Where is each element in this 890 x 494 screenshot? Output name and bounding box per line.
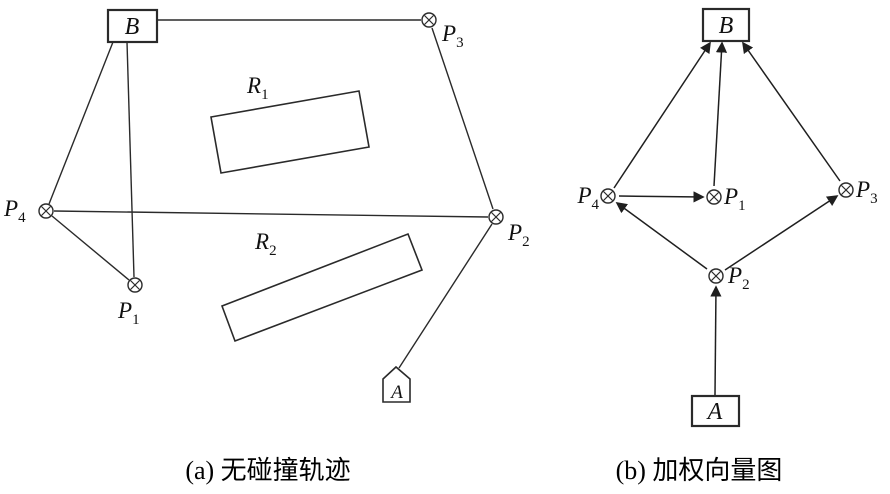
label-a-a: A xyxy=(389,382,403,403)
label-p3-b-sub: 3 xyxy=(870,191,878,207)
label-p2-a: P2 xyxy=(507,220,530,250)
label-p3-b-base: P xyxy=(855,177,870,202)
label-b-a: B xyxy=(125,14,140,40)
node-p4-b xyxy=(600,188,616,204)
label-p1-a-base: P xyxy=(117,298,132,323)
label-p1-b-sub: 1 xyxy=(738,198,746,214)
edge-a-p3-p2 xyxy=(431,27,494,210)
panel-a: R1 R2 B A P3 P2 P4 P1 xyxy=(3,8,530,403)
arrow-b-a-p2 xyxy=(710,285,722,396)
label-r1: R1 xyxy=(246,73,269,103)
label-p3-a-base: P xyxy=(441,21,456,46)
edge-a-p4-p1 xyxy=(51,215,130,281)
label-p2-a-base: P xyxy=(507,220,522,245)
label-a-b: A xyxy=(706,399,723,425)
label-r2: R2 xyxy=(254,229,277,259)
label-r1-sub: 1 xyxy=(261,87,269,103)
node-p2-a xyxy=(488,209,504,225)
node-p4-a xyxy=(38,203,54,219)
arrow-b-p2-p3 xyxy=(724,195,839,271)
label-p3-a-sub: 3 xyxy=(456,35,464,51)
label-p1-b-base: P xyxy=(723,184,738,209)
panel-b: B A P4 P1 P3 P2 xyxy=(576,7,878,428)
label-p4-b-base: P xyxy=(576,183,591,208)
arrow-b-p1-b xyxy=(713,41,728,187)
node-a-box-b xyxy=(690,394,741,428)
obstacle-r1 xyxy=(210,90,370,174)
node-p3-b xyxy=(838,182,854,198)
edge-a-p2-a xyxy=(398,223,493,369)
label-p2-a-sub: 2 xyxy=(522,234,530,250)
edge-a-p4-p2 xyxy=(53,210,489,218)
node-p2-b xyxy=(708,268,724,284)
arrow-b-p4-b xyxy=(613,41,711,189)
label-p3-b: P3 xyxy=(855,177,878,207)
label-p4-b: P4 xyxy=(576,183,599,213)
label-r2-sub: 2 xyxy=(269,243,277,259)
label-r1-base: R xyxy=(246,73,261,98)
label-p2-b-base: P xyxy=(727,263,742,288)
label-p3-a: P3 xyxy=(441,21,464,51)
node-p1-a xyxy=(127,277,143,293)
label-p2-b: P2 xyxy=(727,263,750,293)
label-p2-b-sub: 2 xyxy=(742,277,750,293)
arrow-b-p2-p4 xyxy=(615,202,708,270)
node-b-box-a xyxy=(106,8,159,44)
label-r2-base: R xyxy=(254,229,269,254)
arrow-b-p3-b xyxy=(742,41,841,182)
obstacle-r2 xyxy=(220,232,424,343)
label-p4-a-base: P xyxy=(3,196,18,221)
label-p1-a-sub: 1 xyxy=(132,312,140,328)
label-p4-a: P4 xyxy=(3,196,26,226)
edge-a-b-p4 xyxy=(48,41,114,205)
label-p4-b-sub: 4 xyxy=(592,197,600,213)
edge-a-b-p1 xyxy=(126,41,135,278)
label-p1-a: P1 xyxy=(117,298,140,328)
node-b-box-b xyxy=(701,7,751,43)
label-p4-a-sub: 4 xyxy=(18,210,26,226)
caption-panel-a: (a) 无碰撞轨迹 xyxy=(185,456,350,485)
label-p1-b: P1 xyxy=(723,184,746,214)
label-b-b: B xyxy=(719,13,734,39)
node-p3-a xyxy=(421,12,437,28)
node-p1-b xyxy=(706,189,722,205)
arrow-b-p4-p1 xyxy=(618,191,705,203)
node-a-pentagon xyxy=(382,365,411,403)
caption-panel-b: (b) 加权向量图 xyxy=(616,456,783,485)
